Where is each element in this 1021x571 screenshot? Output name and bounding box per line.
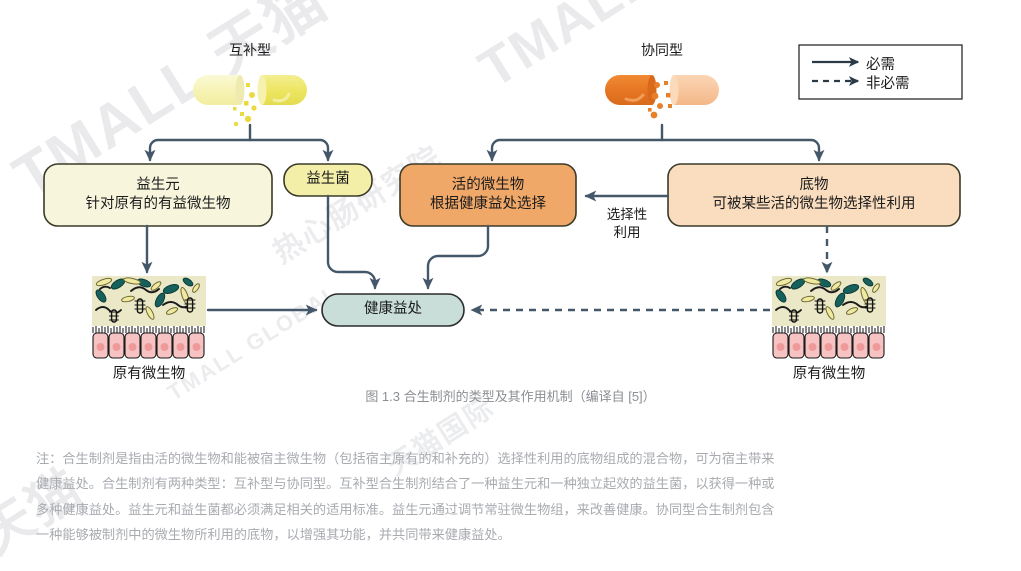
selective-utilization-label: 选择性 利用	[593, 206, 661, 241]
right-microbiota-label: 原有微生物	[792, 366, 866, 382]
selective-utilization-line-2: 利用	[613, 224, 641, 240]
live-microbe-line-1: 活的微生物	[451, 176, 525, 193]
probiotic-box[interactable]: 益生菌	[284, 164, 372, 196]
prebiotic-box[interactable]: 益生元 针对原有的有益微生物	[44, 164, 272, 226]
note-line-2: 健康益处。合生制剂有两种类型：互补型与协同型。互补型合生制剂结合了一种益生元和一…	[36, 476, 775, 492]
note-line-4: 一种能够被制剂中的微生物所利用的底物，以增强其功能，并共同带来健康益处。	[36, 527, 511, 543]
substrate-line-1: 底物	[799, 176, 829, 193]
note-line-1: 注：合生制剂是指由活的微生物和能被宿主微生物（包括宿主原有的和补充的）选择性利用…	[36, 451, 775, 466]
epithelial-cells-left	[92, 332, 206, 359]
prebiotic-line-1: 益生元	[136, 176, 180, 193]
prebiotic-box-shape	[43, 163, 273, 227]
edge-live-microbe-to-health	[422, 224, 490, 290]
complementary-type-label: 互补型	[229, 42, 271, 58]
note-line-3: 多种健康益处。益生元和益生菌都必须满足相关的适用标准。益生元通过调节常驻微生物组…	[36, 501, 775, 517]
complementary-capsule-icon	[193, 75, 307, 127]
figure-caption: 图 1.3 合生制剂的类型及其作用机制（编译自 [5]）	[365, 389, 656, 404]
synergistic-capsule-icon	[605, 75, 719, 119]
left-microbiota-label: 原有微生物	[112, 366, 186, 382]
probiotic-line-1: 益生菌	[306, 171, 350, 188]
synergistic-type-label: 协同型	[641, 42, 683, 58]
live-microbe-line-2: 根据健康益处选择	[430, 196, 546, 212]
note-block: 注：合生制剂是指由活的微生物和能被宿主微生物（包括宿主原有的和补充的）选择性利用…	[36, 446, 986, 547]
edge-probiotic-to-health	[326, 194, 381, 290]
legend-required-label: 必需	[866, 57, 895, 73]
health-benefit-box[interactable]: 健康益处	[322, 294, 464, 326]
epithelial-cells-right	[772, 332, 886, 359]
legend-box	[798, 44, 963, 100]
live-microbe-box[interactable]: 活的微生物 根据健康益处选择	[400, 164, 576, 226]
health-benefit-line-1: 健康益处	[364, 301, 422, 318]
prebiotic-line-2: 针对原有的有益微生物	[85, 196, 231, 212]
edge-complementary-split	[144, 123, 334, 162]
selective-utilization-line-1: 选择性	[606, 207, 648, 222]
left-microbiota-illustration	[92, 276, 206, 359]
legend-not-required-label: 非必需	[866, 76, 910, 92]
substrate-box[interactable]: 底物 可被某些活的微生物选择性利用	[668, 164, 960, 226]
health-benefit-box-shape	[321, 293, 465, 327]
right-microbiota-illustration	[772, 276, 886, 359]
edge-synergistic-split	[486, 123, 825, 162]
substrate-line-2: 可被某些活的微生物选择性利用	[712, 196, 916, 212]
